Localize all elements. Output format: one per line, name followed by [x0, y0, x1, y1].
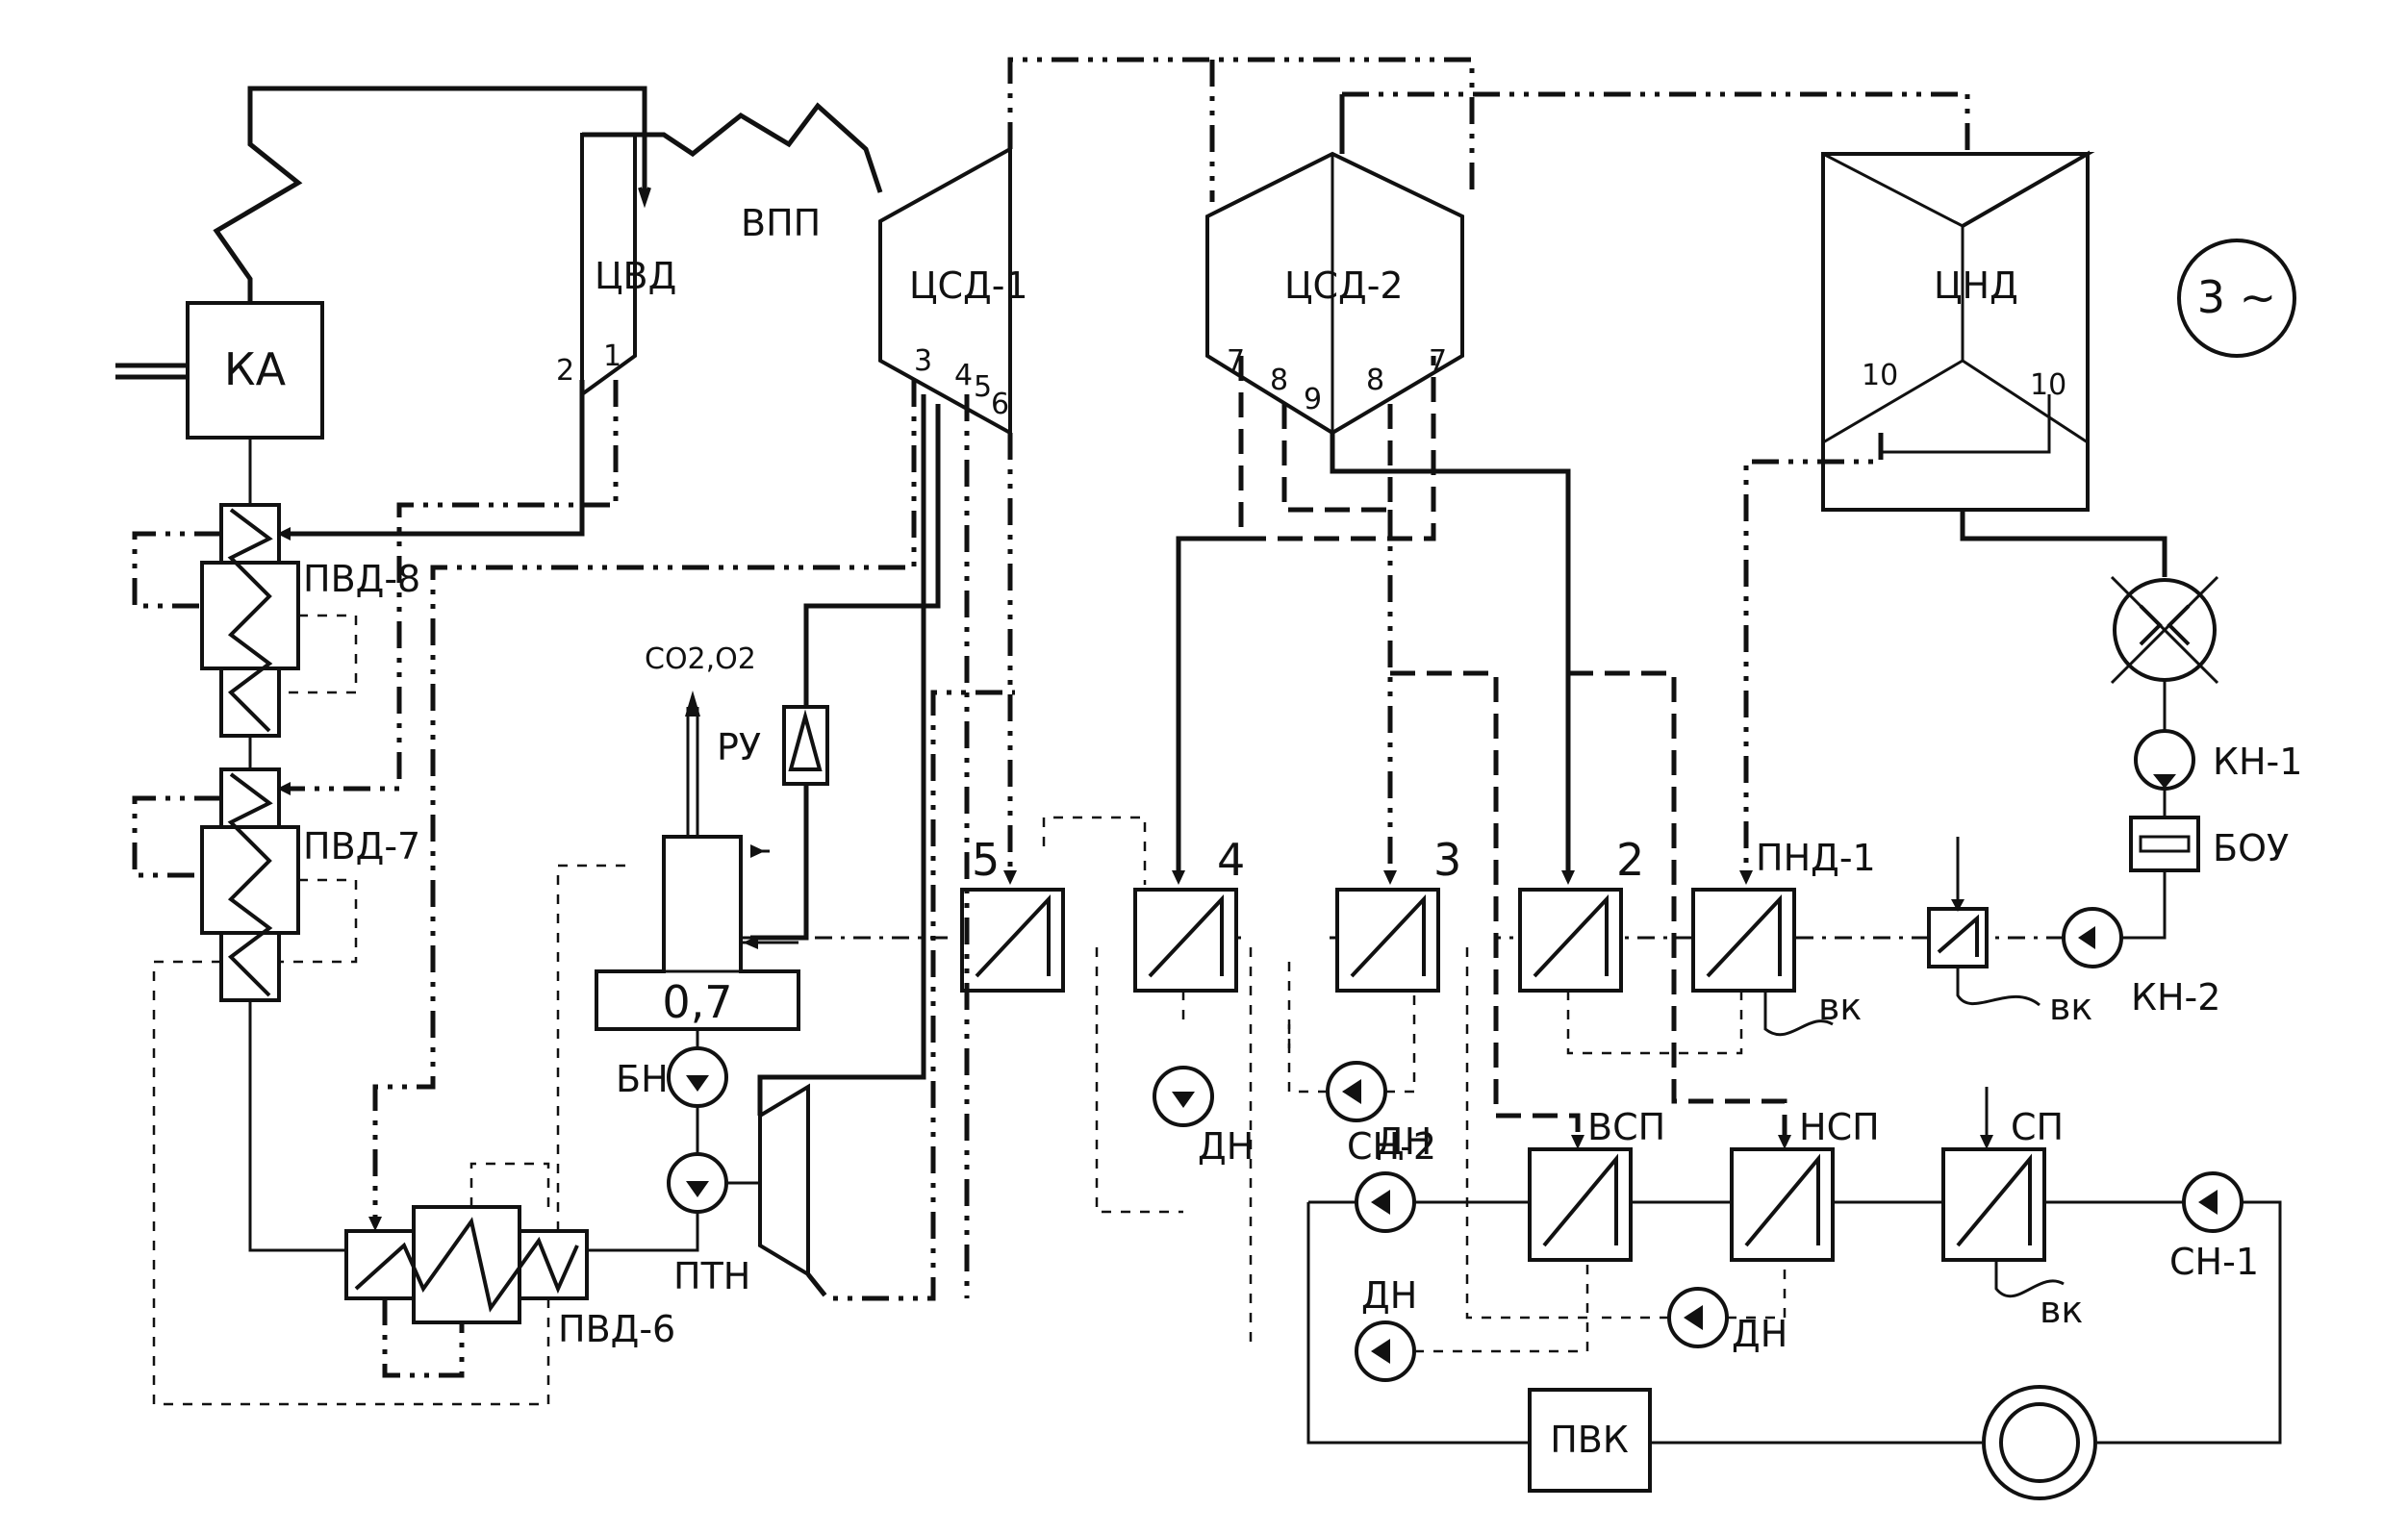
extraction-5: 5: [974, 370, 992, 404]
vk-label-1: вк: [2049, 986, 2092, 1028]
boiler: КА: [115, 86, 651, 440]
condensate-polishing: БОУ: [2121, 789, 2289, 940]
sn2-label: СН-2: [1347, 1125, 1436, 1168]
extraction-3: 3: [914, 344, 932, 378]
dn-label-2: ДН: [1376, 1120, 1432, 1163]
kn2-label: КН-2: [2131, 976, 2220, 1018]
booster-pump: БН: [616, 1029, 728, 1154]
generator: 3 ~: [2177, 239, 2296, 358]
extraction-8a: 8: [1270, 364, 1288, 397]
ptn-label: ПТН: [673, 1255, 750, 1297]
gases-label: СО2,О2: [645, 642, 756, 676]
nsp-label: НСП: [1799, 1106, 1880, 1148]
lp-heater-5: 5: [960, 834, 1065, 993]
hp-heater-8: ПВД-8: [200, 503, 420, 738]
generator-label: 3 ~: [2197, 271, 2276, 323]
pvk-label: ПВК: [1550, 1419, 1629, 1461]
reheater: ВПП: [582, 102, 883, 244]
drain-pump-pnd4: ДН: [1153, 1066, 1254, 1168]
ru-label: РУ: [717, 726, 761, 768]
ipc1-label: ЦСД-1: [909, 264, 1028, 307]
extraction-7b: 7: [1429, 344, 1447, 378]
ejector-cooler: вк: [1927, 837, 2092, 1028]
pnd4-label: 4: [1217, 834, 1245, 886]
lp-heater-3: 3: [1335, 834, 1461, 993]
deaerator-label: 0,7: [662, 976, 732, 1028]
peak-water-boiler: ПВК: [1528, 1388, 1652, 1493]
deaerator: 0,7 СО2,О2: [595, 642, 800, 1031]
drain-pump-network-1: ДН: [1355, 1260, 1589, 1382]
hp-heater-7: ПВД-7: [200, 767, 420, 1002]
hp-heater-6: ПВД-6: [344, 1205, 675, 1350]
pvd8-label: ПВД-8: [303, 558, 420, 600]
bou-label: БОУ: [2213, 827, 2289, 869]
sp-label: СП: [2011, 1106, 2064, 1148]
extraction-2: 2: [556, 354, 574, 388]
reheater-label: ВПП: [741, 202, 821, 244]
vk-label-3: вк: [2040, 1289, 2083, 1331]
feed-pump: ПТН: [587, 394, 1015, 1301]
condensate-pump-1: КН-1: [2134, 680, 2302, 791]
lp-heater-2: 2: [1518, 834, 1644, 993]
network-pump-2: СН-2: [1347, 1125, 1436, 1233]
network-heater-peak: СП вк: [1941, 1106, 2083, 1331]
network-heater-upper: ВСП: [1528, 1106, 1665, 1262]
heat-consumer: [1982, 1385, 2097, 1500]
network-heater-lower: НСП: [1730, 1106, 1880, 1262]
ip-cylinder-1: ЦСД-1 3 4 5 6: [878, 145, 1028, 437]
boiler-label: КА: [224, 343, 287, 395]
drain-pump-pnd3: ДН: [1287, 991, 1432, 1163]
lp-cylinder: ЦНД 10 10: [1821, 150, 2095, 512]
dn-label-4: ДН: [1732, 1313, 1787, 1355]
vk-label-2: вк: [1818, 986, 1862, 1028]
extraction-6: 6: [991, 388, 1009, 421]
kn1-label: КН-1: [2213, 741, 2302, 783]
lp-heater-4: 4: [1133, 834, 1245, 993]
dn-label-3: ДН: [1361, 1274, 1417, 1317]
ipc2-label: ЦСД-2: [1284, 264, 1404, 307]
extraction-10a: 10: [1862, 359, 1898, 392]
lp-heater-1: ПНД-1 вк: [1691, 837, 1876, 1037]
extraction-4: 4: [954, 359, 973, 392]
bn-label: БН: [616, 1058, 669, 1100]
pnd2-label: 2: [1616, 834, 1644, 886]
extraction-1: 1: [603, 339, 621, 373]
pnd3-label: 3: [1433, 834, 1461, 886]
network-pump-1: СН-1: [2169, 1171, 2259, 1283]
hpc-label: ЦВД: [595, 255, 676, 297]
pvd6-label: ПВД-6: [558, 1308, 675, 1350]
drain-pump-network-2: ДН: [1592, 1260, 1787, 1355]
lpc-label: ЦНД: [1934, 264, 2018, 307]
condensate-pump-2: КН-2: [2062, 907, 2220, 1018]
pvd7-label: ПВД-7: [303, 825, 420, 868]
extraction-9: 9: [1304, 383, 1322, 416]
sn1-label: СН-1: [2169, 1241, 2259, 1283]
reducing-unit: РУ: [717, 404, 941, 941]
condenser: [2110, 575, 2219, 685]
pnd5-label: 5: [972, 834, 1000, 886]
dn-label-1: ДН: [1198, 1125, 1254, 1168]
ip-cylinder-2: ЦСД-2 7 8 9 8 7: [1205, 151, 1464, 436]
pnd1-label: ПНД-1: [1756, 837, 1876, 879]
extraction-8b: 8: [1366, 364, 1384, 397]
vsp-label: ВСП: [1587, 1106, 1665, 1148]
hp-cylinder: ЦВД 1 2: [556, 133, 676, 398]
